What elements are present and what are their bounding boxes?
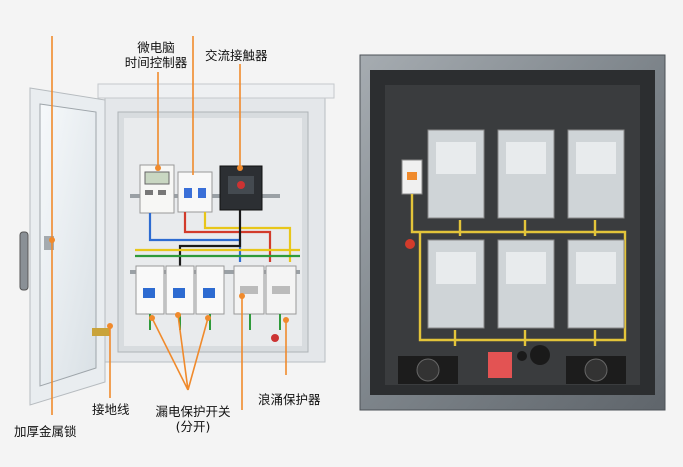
ground-lug [92, 328, 110, 336]
door-lock-icon [19, 231, 29, 291]
power-supply-modules [427, 129, 625, 329]
wiring [135, 210, 300, 266]
right-cabinet [359, 54, 666, 411]
contactor-module [219, 165, 263, 211]
surge-protector [233, 265, 297, 315]
label-leakage-switch: 漏电保护开关 (分开) [155, 404, 231, 434]
leakage-breakers [135, 265, 225, 315]
label-ground-wire: 接地线 [92, 402, 130, 417]
label-metal-lock: 加厚金属锁 [14, 424, 77, 439]
fan-icon [398, 356, 626, 384]
cabinet-door [19, 87, 106, 406]
label-surge-protector: 浪涌保护器 [258, 392, 321, 407]
label-contactor: 交流接触器 [205, 48, 268, 63]
pointer-lines [51, 36, 287, 415]
left-cabinet [19, 83, 335, 406]
timer-module [139, 164, 175, 214]
label-microcomputer-timer: 微电脑 时间控制器 [124, 40, 188, 70]
